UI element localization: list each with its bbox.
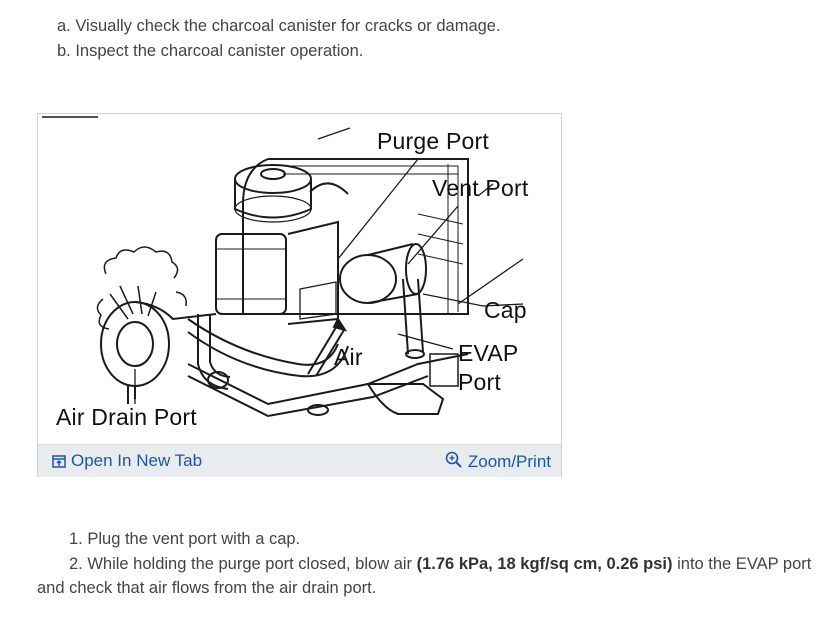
zoom-print-label: Zoom/Print — [467, 452, 551, 471]
intro-text: a. Visually check the charcoal canister … — [57, 14, 501, 64]
open-new-tab-link[interactable]: Open In New Tab — [52, 451, 202, 471]
step-2-suffix: into the EVAP port and check that air fl… — [37, 554, 812, 598]
open-new-tab-label: Open In New Tab — [71, 451, 203, 470]
step-1: 1. Plug the vent port with a cap. — [69, 530, 301, 548]
label-cap: Cap — [484, 297, 527, 323]
canister-figure: Purge Port Vent Port Cap EVAP Port Air A… — [37, 113, 562, 477]
label-air-drain-port: Air Drain Port — [56, 404, 197, 430]
step-2-pressure: (1.76 kPa, 18 kgf/sq cm, 0.26 psi) — [416, 554, 673, 573]
label-vent-port: Vent Port — [432, 175, 529, 201]
open-new-tab-icon — [52, 455, 66, 468]
figure-toolbar: Open In New Tab Zoom/Print — [38, 444, 561, 477]
zoom-print-link[interactable]: Zoom/Print — [445, 451, 551, 472]
step-2-prefix: 2. While holding the purge port closed, … — [69, 554, 417, 573]
intro-line-a: a. Visually check the charcoal canister … — [57, 17, 501, 35]
label-port: Port — [458, 369, 501, 395]
charcoal-canister-diagram — [42, 116, 524, 418]
intro-line-b: b. Inspect the charcoal canister operati… — [57, 42, 364, 60]
step-2: 2. While holding the purge port closed, … — [37, 552, 827, 601]
procedure-steps: 1. Plug the vent port with a cap. 2. Whi… — [37, 527, 827, 601]
zoom-icon — [445, 451, 462, 468]
label-air: Air — [334, 344, 363, 370]
label-purge-port: Purge Port — [377, 128, 489, 154]
label-evap: EVAP — [458, 340, 519, 366]
